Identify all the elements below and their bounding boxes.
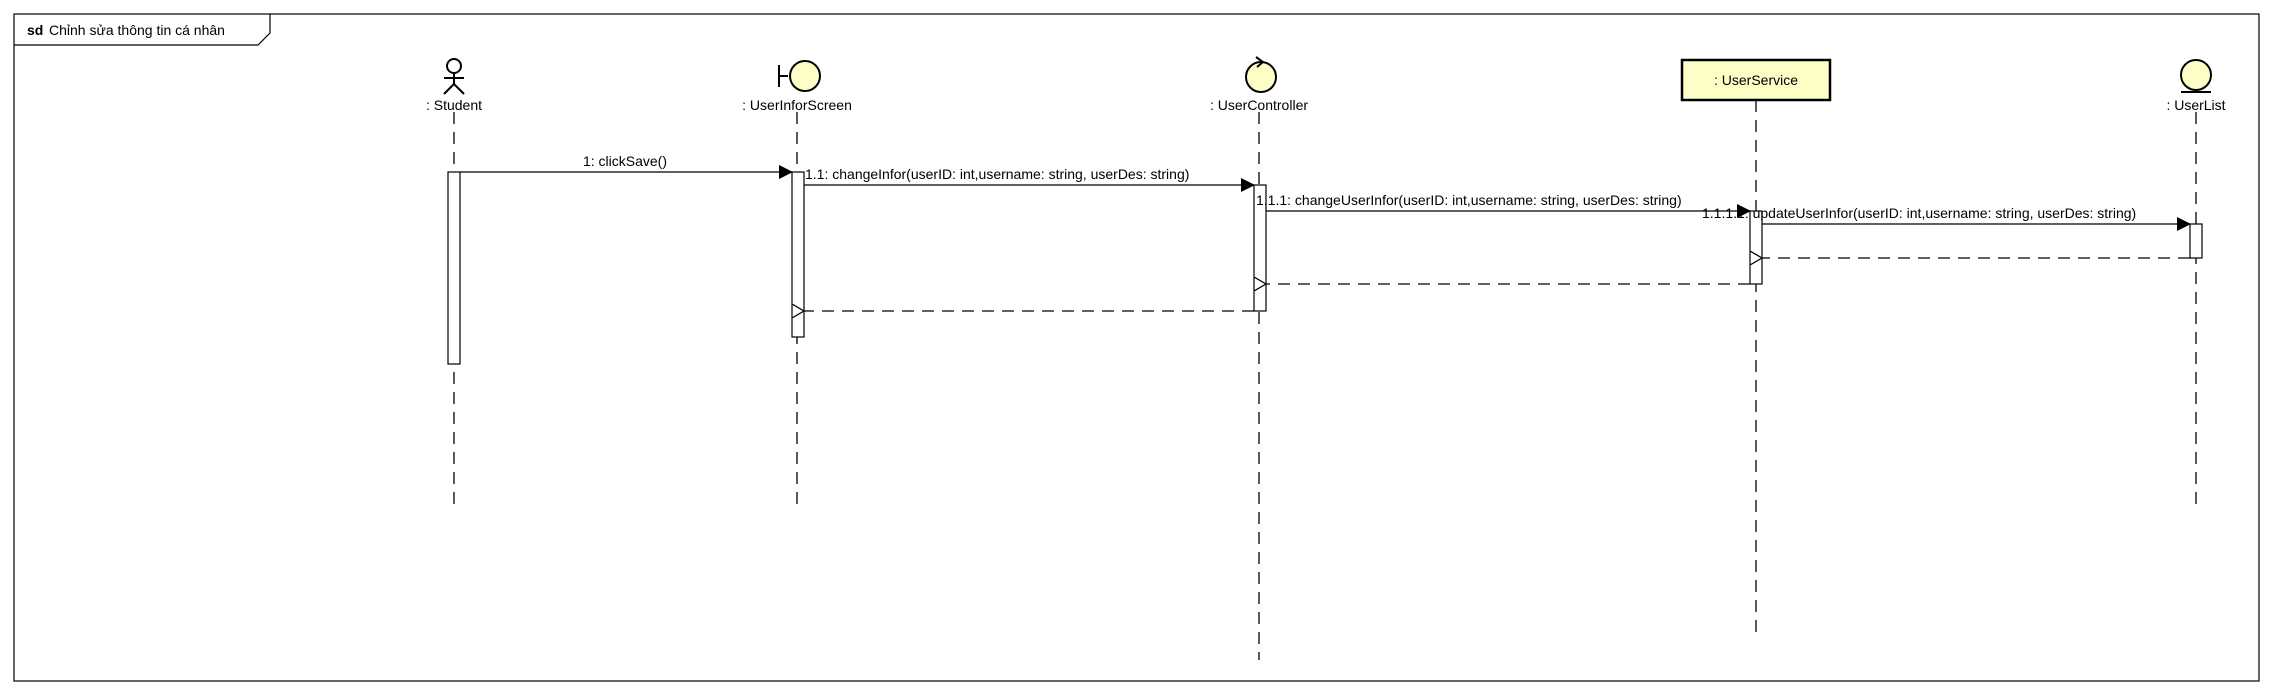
frame-keyword: sd [27, 22, 43, 38]
participant-userlist[interactable]: : UserList [2166, 59, 2226, 113]
message-updateuserinfor[interactable]: 1.1.1.1: updateUserInfor(userID: int,use… [1702, 205, 2191, 231]
message-changeuserinfor[interactable]: 1.1.1: changeUserInfor(userID: int,usern… [1256, 192, 1751, 218]
participant-label: : UserList [2166, 97, 2225, 113]
frame-title: Chỉnh sửa thông tin cá nhân [49, 22, 225, 38]
activation-student [447, 171, 461, 365]
message-changeinfor[interactable]: 1.1: changeInfor(userID: int,username: s… [804, 166, 1255, 192]
participant-userservice[interactable]: : UserService [1680, 58, 1832, 102]
diagram-frame: sd Chỉnh sửa thông tin cá nhân [13, 13, 2260, 682]
activation-userinforscreen [791, 171, 805, 338]
activation-userlist [2189, 223, 2203, 259]
entity-icon [2180, 59, 2212, 93]
participant-userinforscreen[interactable]: : UserInforScreen [742, 60, 852, 113]
message-clicksave[interactable]: 1: clickSave() [460, 153, 793, 179]
participant-student[interactable]: : Student [426, 58, 482, 113]
participant-label: : UserService [1714, 72, 1798, 88]
participant-usercontroller[interactable]: : UserController [1210, 56, 1308, 113]
control-icon [1245, 56, 1277, 93]
activation-userservice [1749, 210, 1763, 285]
message-label: 1: clickSave() [583, 153, 667, 169]
participant-label: : UserController [1210, 97, 1308, 113]
actor-icon [443, 58, 465, 95]
participant-label: : Student [426, 97, 482, 113]
frame-tab [14, 14, 271, 46]
message-label: 1.1.1.1: updateUserInfor(userID: int,use… [1702, 205, 2136, 221]
boundary-icon [778, 60, 821, 92]
participant-label: : UserInforScreen [742, 97, 852, 113]
participant-box [1680, 58, 1832, 102]
message-label: 1.1.1: changeUserInfor(userID: int,usern… [1256, 192, 1682, 208]
message-label: 1.1: changeInfor(userID: int,username: s… [805, 166, 1189, 182]
